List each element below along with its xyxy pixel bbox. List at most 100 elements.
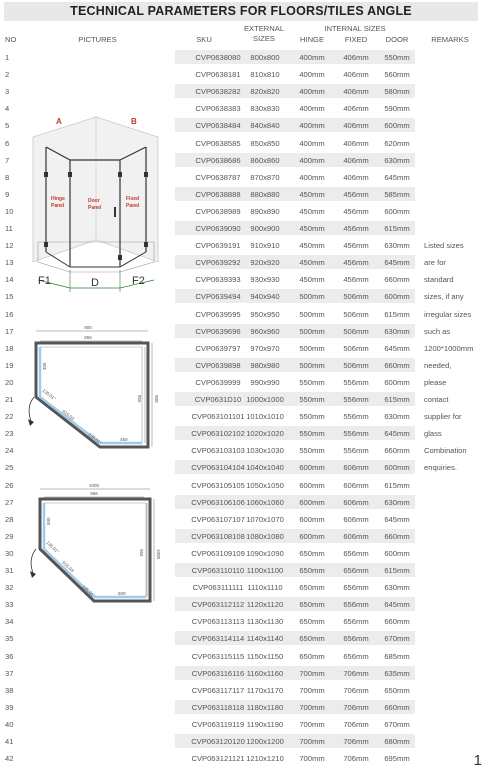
sku-cell: CVP0639696 [195,326,241,336]
row-number: 5 [5,121,10,131]
hinge-cell: 700mm [299,719,325,729]
top-dimension: 1000 [89,483,100,488]
door-cell: 615mm [384,480,410,490]
row-number: 41 [5,737,14,746]
sku-cell: CVP0639292 [195,258,241,268]
header-remarks: REMARKS [431,35,469,44]
hinge-cell: 400mm [299,155,325,165]
fixed-cell: 406mm [343,121,369,131]
door-cell: 660mm [384,702,410,712]
hinge-cell: 400mm [299,53,325,62]
row-number: 36 [5,651,14,661]
row-band [175,631,415,646]
external-size-cell: 830x830 [250,104,280,114]
door-cell: 645mm [384,429,410,439]
door-cell: 580mm [384,87,410,97]
external-size-cell: 1030x1030 [246,446,284,456]
external-size-cell: 1190x1190 [246,719,284,729]
external-size-cell: 1020x1020 [246,429,284,439]
sku-cell: CVP063113113 [191,617,245,627]
row-number: 26 [5,480,14,490]
enclosure-perspective-diagram: A B Hinge Panel Door Panel Fixed Panel F… [32,116,159,292]
hinge-cell: 450mm [299,275,325,285]
fixed-cell: 456mm [343,206,369,216]
external-size-cell: 880x880 [250,189,280,199]
external-size-cell: 1200x1200 [246,737,284,746]
remark-line: Combination [424,446,467,456]
external-size-cell: 1170x1170 [246,685,284,695]
fixed-cell: 406mm [343,53,369,62]
row-band [175,494,415,509]
fixed-cell: 706mm [343,737,369,746]
header-pictures: PICTURES [78,35,117,44]
hinge-cell: 400mm [299,104,325,114]
sku-cell: CVP0638989 [195,206,241,216]
door-cell: 660mm [384,446,410,456]
hinge-cell: 400mm [299,87,325,97]
hinge-cell: 400mm [299,121,325,131]
hinge-cell: 600mm [299,497,325,507]
hinge-panel-label: Hinge [51,196,65,202]
row-number: 1 [5,53,10,62]
hinge-cell: 700mm [299,702,325,712]
hinge-cell: 450mm [299,206,325,216]
external-size-cell: 840x840 [250,121,280,131]
row-number: 12 [5,241,14,251]
sku-cell: CVP0639191 [195,241,241,251]
external-size-cell: 850x850 [250,138,280,148]
remark-line: irregular sizes [424,309,472,319]
row-band [175,255,415,270]
door-cell: 630mm [384,326,410,336]
sku-cell: CVP063118118 [191,702,245,712]
row-number: 35 [5,634,14,644]
external-size-cell: 920x920 [250,258,280,268]
label-d: D [91,277,99,289]
fixed-cell: 556mm [343,412,369,422]
fixed-panel-label-2: Panel [126,203,140,209]
fixed-cell: 406mm [343,70,369,80]
door-cell: 670mm [384,719,410,729]
sku-cell: CVP0639494 [195,292,241,302]
fixed-cell: 656mm [343,600,369,610]
right-dimension-outer: 1000 [156,549,161,560]
row-number: 37 [5,668,14,678]
door-cell: 615mm [384,224,410,233]
external-size-cell: 1140x1140 [246,634,284,644]
sku-cell: CVP063109109 [191,548,245,558]
remark-line: supplier for [424,412,462,422]
hinge-cell: 450mm [299,258,325,268]
external-size-cell: 1040x1040 [246,463,284,473]
hinge-cell: 550mm [299,412,325,422]
row-number: 30 [5,548,14,558]
external-size-cell: 1210x1210 [246,754,284,764]
fixed-cell: 406mm [343,155,369,165]
sku-cell: CVP0639393 [195,275,241,285]
external-size-cell: 990x990 [250,377,280,387]
fixed-cell: 606mm [343,514,369,524]
remark-line: contact [424,395,449,404]
sku-cell: CVP063115115 [191,651,245,661]
sku-cell: CVP0638484 [195,121,241,131]
sku-cell: CVP0638282 [195,87,241,97]
door-cell: 630mm [384,241,410,251]
right-dimension-inner: 856 [137,395,142,403]
sku-cell: CVP0638080 [195,53,241,62]
row-band [175,597,415,612]
row-number: 13 [5,258,14,268]
sku-cell: CVP063102102 [191,429,245,439]
door-cell: 630mm [384,583,410,593]
header-sku: SKU [196,35,212,44]
door-cell: 620mm [384,138,410,148]
sku-cell: CVP0638686 [195,155,241,165]
row-number: 16 [5,309,14,319]
hinge-cell: 500mm [299,343,325,353]
door-cell: 560mm [384,70,410,80]
row-band [175,289,415,304]
door-cell: 630mm [384,155,410,165]
hinge-cell: 500mm [299,309,325,319]
remark-line: please [424,377,447,387]
external-size-cell: 970x970 [250,343,280,353]
row-number: 32 [5,583,14,593]
header-fixed: FIXED [344,35,368,44]
hinge-cell: 600mm [299,480,325,490]
